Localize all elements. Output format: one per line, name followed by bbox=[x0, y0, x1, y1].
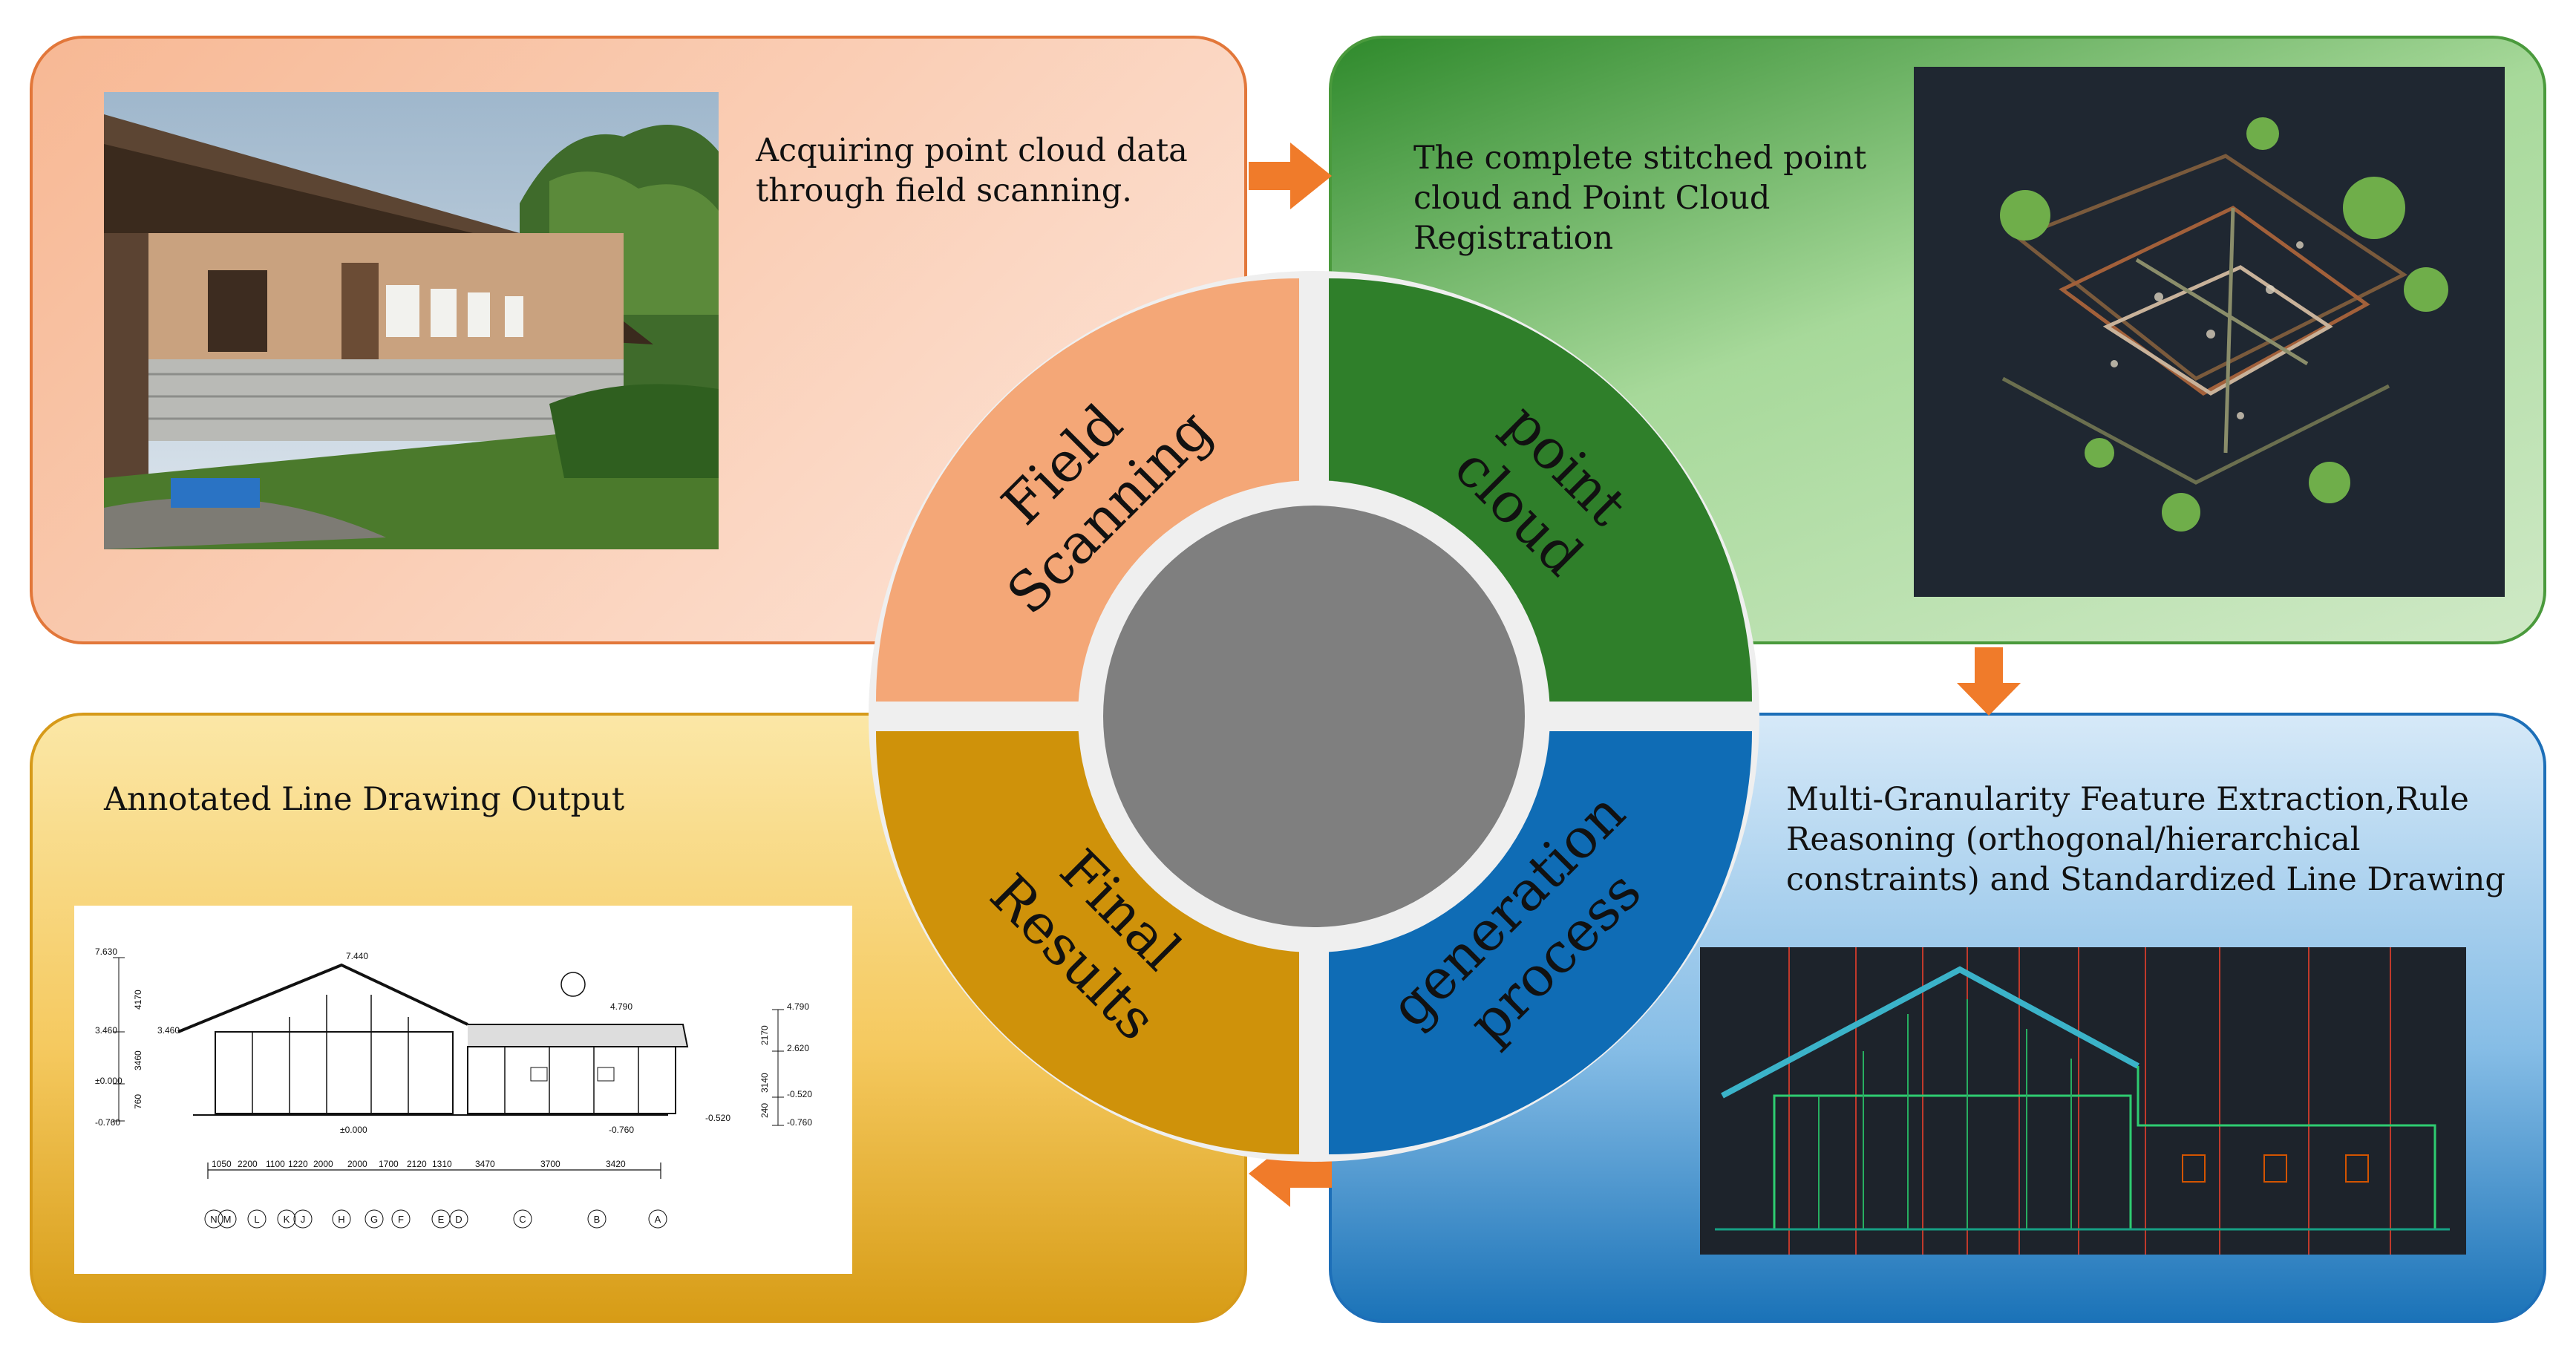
axis-label: F bbox=[398, 1214, 404, 1225]
axis-label: G bbox=[370, 1214, 378, 1225]
cad-line-drawing bbox=[1700, 947, 2466, 1255]
axis-bubble bbox=[277, 1209, 296, 1229]
elev-label: 7.440 bbox=[346, 951, 368, 961]
final-results-description: Annotated Line Drawing Output bbox=[104, 781, 625, 818]
panel-final-results: Annotated Line Drawing Output 7.630 3.46… bbox=[30, 713, 1247, 1323]
elev-label: ±0.000 bbox=[95, 1076, 122, 1086]
dim-label: 1700 bbox=[379, 1159, 399, 1169]
axis-bubble bbox=[648, 1209, 667, 1229]
dim-label: 2000 bbox=[347, 1159, 367, 1169]
dim-label: 2000 bbox=[313, 1159, 333, 1169]
field-scanning-description: Acquiring point cloud data through field… bbox=[756, 132, 1188, 209]
dim-label: 4170 bbox=[133, 990, 143, 1010]
axis-label: C bbox=[519, 1214, 526, 1225]
elev-label: 4.790 bbox=[610, 1001, 632, 1012]
elev-label: 7.630 bbox=[95, 946, 117, 957]
generation-description: Multi-Granularity Feature Extraction,Rul… bbox=[1786, 781, 2505, 898]
axis-label: M bbox=[223, 1214, 232, 1225]
dim-label: 760 bbox=[133, 1094, 143, 1109]
axis-bubble bbox=[449, 1209, 468, 1229]
axis-label: N bbox=[210, 1214, 217, 1225]
dim-label: 3140 bbox=[759, 1073, 770, 1093]
arrow-right-icon bbox=[1249, 143, 1332, 212]
axis-bubble bbox=[204, 1209, 223, 1229]
arrow-down-icon bbox=[1957, 647, 2021, 719]
dim-label: 2120 bbox=[407, 1159, 427, 1169]
axis-bubble bbox=[513, 1209, 532, 1229]
elev-label: 3.460 bbox=[157, 1025, 180, 1036]
elev-label: -0.520 bbox=[787, 1089, 812, 1099]
axis-label: E bbox=[438, 1214, 445, 1225]
elev-label: -0.760 bbox=[95, 1117, 120, 1128]
dim-label: 3470 bbox=[475, 1159, 495, 1169]
dim-label: 2170 bbox=[759, 1025, 770, 1045]
elev-label: 3.460 bbox=[95, 1025, 117, 1036]
axis-label: J bbox=[301, 1214, 306, 1225]
dim-label: 1220 bbox=[288, 1159, 308, 1169]
dim-label: 2200 bbox=[238, 1159, 258, 1169]
building-photo bbox=[104, 92, 719, 549]
elev-label: -0.520 bbox=[705, 1113, 730, 1123]
panel-field-scanning: Acquiring point cloud data through field… bbox=[30, 36, 1247, 644]
annotated-line-drawing: 7.630 3.460 ±0.000 -0.760 3.460 4170 346… bbox=[74, 906, 852, 1274]
center-hub bbox=[1103, 506, 1525, 927]
axis-label: K bbox=[284, 1214, 290, 1225]
dim-label: 1100 bbox=[266, 1159, 285, 1169]
axis-bubble bbox=[293, 1209, 313, 1229]
dim-label: 240 bbox=[759, 1103, 770, 1118]
axis-bubble bbox=[365, 1209, 384, 1229]
axis-label: B bbox=[594, 1214, 601, 1225]
elev-label: 2.620 bbox=[787, 1043, 809, 1053]
dim-label: 1050 bbox=[212, 1159, 232, 1169]
process-wheel: Field Scanning point cloud generation pr… bbox=[846, 249, 1782, 1184]
axis-label: H bbox=[338, 1214, 344, 1225]
axis-bubble bbox=[247, 1209, 267, 1229]
axis-bubble bbox=[391, 1209, 411, 1229]
dim-label: 3460 bbox=[133, 1050, 143, 1070]
elev-label: -0.760 bbox=[787, 1117, 812, 1128]
elev-label: ±0.000 bbox=[340, 1125, 367, 1135]
point-cloud-description: The complete stitched point cloud and Po… bbox=[1413, 140, 1867, 257]
elev-label: 4.790 bbox=[787, 1001, 809, 1012]
dim-label: 3420 bbox=[606, 1159, 626, 1169]
dim-label: 3700 bbox=[540, 1159, 560, 1169]
axis-label: L bbox=[254, 1214, 259, 1225]
axis-label: D bbox=[455, 1214, 462, 1225]
axis-bubble bbox=[332, 1209, 351, 1229]
point-cloud-image bbox=[1914, 67, 2505, 597]
dim-label: 1310 bbox=[432, 1159, 452, 1169]
axis-bubble bbox=[587, 1209, 607, 1229]
axis-label: A bbox=[655, 1214, 661, 1225]
axis-bubble bbox=[218, 1209, 237, 1229]
elev-label: -0.760 bbox=[609, 1125, 634, 1135]
